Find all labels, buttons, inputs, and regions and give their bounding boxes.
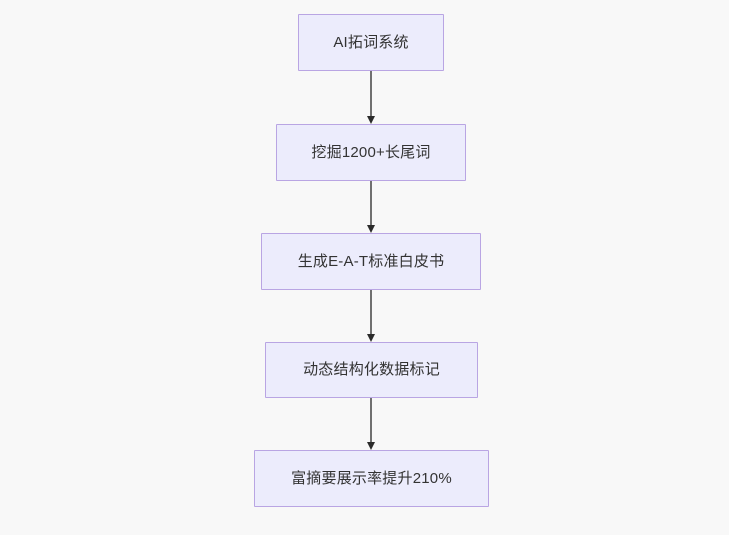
flow-node-label: 动态结构化数据标记 bbox=[303, 361, 440, 378]
flow-node-mine-longtail-keywords[interactable]: 挖掘1200+长尾词 bbox=[276, 124, 466, 181]
arrowhead-icon bbox=[367, 442, 375, 450]
arrowhead-icon bbox=[367, 334, 375, 342]
arrowhead-icon bbox=[367, 225, 375, 233]
edge-line bbox=[370, 290, 372, 334]
arrowhead-icon bbox=[367, 116, 375, 124]
edge-line bbox=[370, 71, 372, 116]
flow-node-rich-snippet-impression-rate[interactable]: 富摘要展示率提升210% bbox=[254, 450, 489, 507]
edge-line bbox=[370, 398, 372, 442]
flow-node-generate-eat-whitepaper[interactable]: 生成E-A-T标准白皮书 bbox=[261, 233, 481, 290]
edge-line bbox=[370, 181, 372, 225]
flow-node-label: 挖掘1200+长尾词 bbox=[311, 143, 431, 161]
flow-node-label: AI拓词系统 bbox=[333, 33, 409, 51]
flow-node-dynamic-structured-data-markup[interactable]: 动态结构化数据标记 bbox=[265, 342, 478, 398]
flow-node-label: 富摘要展示率提升210% bbox=[291, 469, 452, 487]
flow-node-ai-keyword-system[interactable]: AI拓词系统 bbox=[298, 14, 444, 71]
flow-node-label: 生成E-A-T标准白皮书 bbox=[297, 252, 445, 270]
